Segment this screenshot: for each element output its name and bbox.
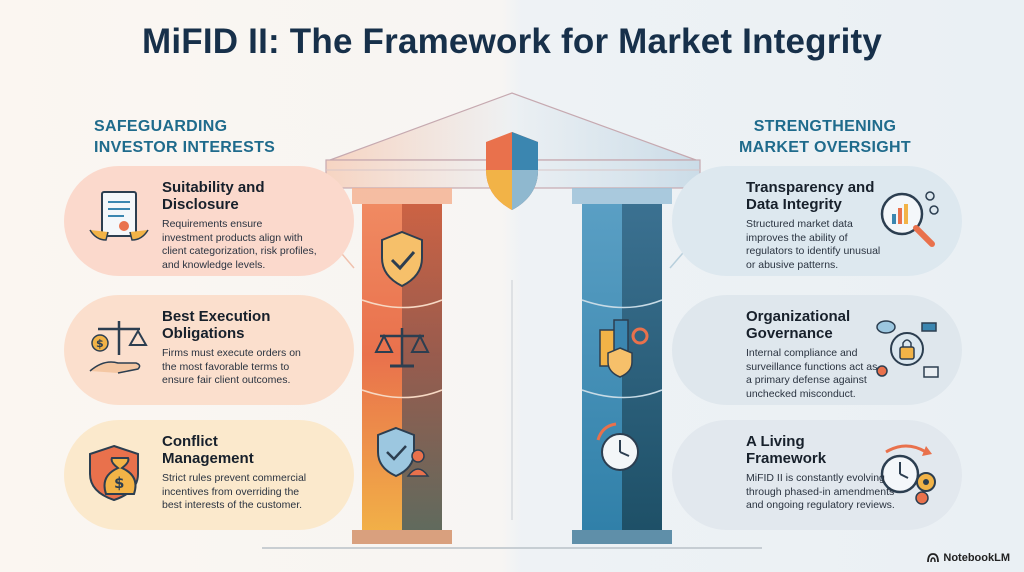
clock-gears-icon (880, 444, 936, 505)
network-lock-icon (876, 320, 939, 378)
card-description: Structured market data improves the abil… (746, 218, 881, 271)
money-bag-shield-icon: $ (89, 444, 139, 502)
left-heading-line1: SAFEGUARDING (94, 118, 228, 135)
card-conflict-management: $ Conflict Management Strict rules preve… (64, 420, 354, 530)
page-title: MiFID II: The Framework for Market Integ… (141, 22, 883, 61)
card-organizational-governance: Organizational Governance Internal compl… (672, 295, 962, 405)
svg-text:$: $ (96, 337, 104, 350)
card-best-execution: $ Best Execution Obligations Firms must … (64, 295, 354, 405)
clock-arrows-icon (596, 422, 639, 471)
brand-watermark: NotebookLM (927, 552, 1010, 564)
svg-text:$: $ (114, 474, 124, 492)
buildings-shield-icon (599, 319, 649, 378)
card-description: MiFID II is constantly evolving through … (746, 472, 895, 511)
left-section-heading: SAFEGUARDING INVESTOR INTERESTS (94, 116, 275, 158)
card-description: Strict rules prevent commercial incentiv… (162, 472, 307, 511)
card-title: Suitability and Disclosure (162, 179, 265, 213)
card-title: A Living Framework (746, 433, 827, 467)
shield-person-icon (377, 426, 430, 478)
right-heading-line2: MARKET OVERSIGHT (739, 139, 911, 156)
right-section-heading: STRENGTHENING MARKET OVERSIGHT (722, 116, 928, 158)
card-description: Internal compliance and surveillance fun… (746, 347, 878, 400)
scales-icon (374, 328, 430, 368)
left-heading-line2: INVESTOR INTERESTS (94, 139, 276, 156)
right-heading-line1: STRENGTHENING (753, 118, 897, 135)
shield-check-icon (381, 230, 423, 288)
card-title: Organizational Governance (746, 308, 851, 342)
document-signing-icon (89, 191, 149, 241)
scales-hand-icon: $ (89, 321, 148, 374)
card-living-framework: A Living Framework MiFID II is constantl… (672, 420, 962, 530)
card-title: Transparency and Data Integrity (746, 179, 875, 213)
card-description: Firms must execute orders on the most fa… (162, 347, 301, 386)
card-title: Best Execution Obligations (162, 308, 271, 342)
card-title: Conflict Management (162, 433, 254, 467)
central-shield-icon (486, 132, 538, 210)
card-description: Requirements ensure investment products … (162, 218, 317, 271)
card-suitability-disclosure: Suitability and Disclosure Requirements … (64, 166, 354, 276)
notebooklm-logo-icon (927, 553, 940, 563)
magnifier-chart-icon (880, 191, 939, 247)
card-transparency-data: Transparency and Data Integrity Structur… (672, 166, 962, 276)
brand-label: NotebookLM (943, 552, 1010, 564)
